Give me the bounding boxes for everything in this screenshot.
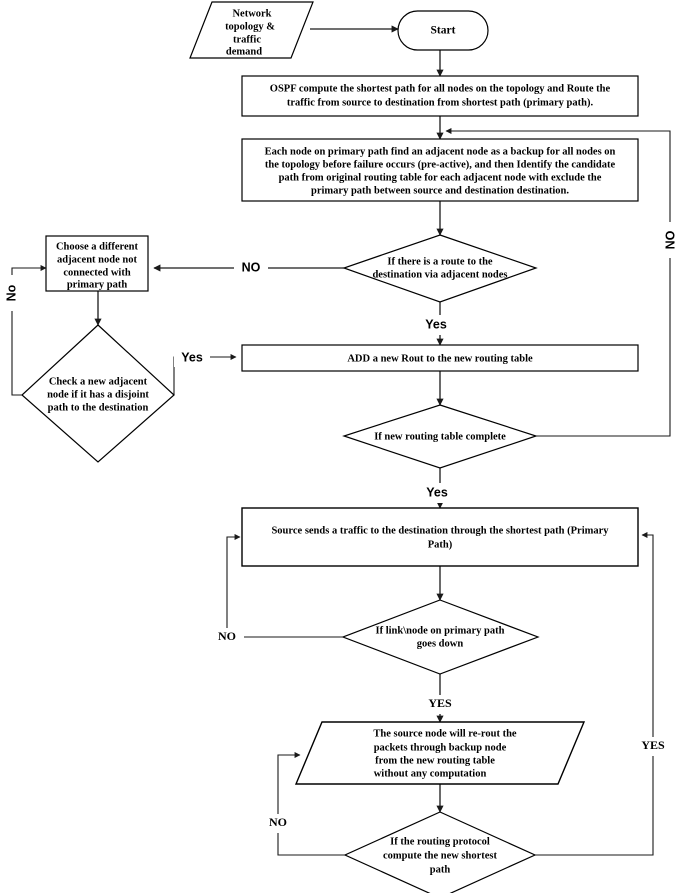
edge-label-yes-table-complete: Yes bbox=[426, 485, 448, 499]
reroute-line-2: packets through backup node bbox=[374, 742, 507, 753]
label-bg-no-route bbox=[234, 258, 268, 278]
input-topology-line-4: demand bbox=[226, 46, 262, 57]
ospf-compute-shape bbox=[241, 75, 639, 117]
node-ospf-compute[interactable]: OSPF compute the shortest path for all n… bbox=[241, 75, 639, 117]
find-backup-line-4: primary path between source and destinat… bbox=[311, 185, 569, 196]
check-disjoint-line-2: node if it has a disjoint bbox=[47, 389, 149, 400]
edge-label-no-disjoint: No bbox=[4, 284, 18, 301]
edge-label-yes-disjoint: Yes bbox=[181, 350, 203, 364]
reroute-line-4: without any computation bbox=[374, 768, 487, 779]
route-exists-shape bbox=[342, 234, 538, 303]
edge-tablecomplete-no-loop bbox=[445, 127, 671, 437]
node-add-route[interactable]: ADD a new Rout to the new routing table bbox=[241, 344, 639, 372]
node-link-down[interactable]: If link\node on primary path goes down bbox=[341, 599, 540, 675]
label-bg-yes-recompute bbox=[634, 737, 672, 756]
edge-labels-layer: NO Yes No Yes NO Yes NO YES NO YES bbox=[2, 222, 682, 833]
ospf-compute-line-2: traffic from source to destination from … bbox=[287, 97, 594, 108]
input-topology-line-1: Network bbox=[232, 8, 271, 19]
link-down-line-1: If link\node on primary path bbox=[376, 625, 505, 636]
input-topology-line-2: topology & bbox=[225, 21, 275, 32]
label-bg-yes-disjoint bbox=[174, 348, 210, 367]
edge-label-yes-recompute: YES bbox=[641, 738, 665, 752]
check-disjoint-line-3: path to the destination bbox=[48, 402, 149, 413]
node-find-backup[interactable]: Each node on primary path find an adjace… bbox=[241, 138, 639, 202]
input-topology-shape bbox=[189, 1, 314, 59]
edge-label-no-link-down: NO bbox=[218, 629, 236, 643]
edge-recompute-no-loop bbox=[277, 751, 345, 856]
recompute-line-3: path bbox=[430, 864, 451, 875]
edge-label-yes-route-exists: Yes bbox=[425, 317, 447, 331]
reroute-line-1: The source node will re-rout the bbox=[373, 728, 517, 739]
choose-different-line-2: adjacent node not bbox=[57, 254, 137, 265]
link-down-line-2: goes down bbox=[417, 638, 464, 649]
check-disjoint-shape bbox=[21, 324, 175, 463]
ospf-compute-line-1: OSPF compute the shortest path for all n… bbox=[270, 83, 611, 94]
edge-label-no-route-exists: NO bbox=[242, 260, 261, 274]
reroute-shape bbox=[294, 721, 586, 785]
choose-different-line-4: primary path bbox=[67, 279, 128, 290]
label-bg-no-table bbox=[660, 222, 682, 258]
check-disjoint-line-1: Check a new adjacent bbox=[49, 376, 148, 387]
node-route-exists[interactable]: If there is a route to the destination v… bbox=[342, 234, 538, 303]
label-bg-no-disjoint bbox=[2, 275, 22, 311]
node-check-disjoint[interactable]: Check a new adjacent node if it has a di… bbox=[21, 324, 175, 463]
route-exists-line-2: destination via adjacent nodes bbox=[372, 269, 507, 280]
source-sends-line-2: Path) bbox=[428, 539, 453, 550]
edge-label-no-table-complete: NO bbox=[663, 230, 677, 249]
start-label: Start bbox=[431, 25, 456, 37]
reroute-line-3: from the new routing table bbox=[375, 755, 495, 766]
node-choose-different[interactable]: Choose a different adjacent node not con… bbox=[45, 235, 149, 292]
source-sends-line-1: Source sends a traffic to the destinatio… bbox=[271, 525, 609, 536]
choose-different-line-3: connected with bbox=[63, 267, 131, 278]
node-reroute[interactable]: The source node will re-rout the packets… bbox=[294, 721, 586, 785]
node-start[interactable]: Start bbox=[397, 10, 489, 51]
recompute-line-1: If the routing protocol bbox=[390, 836, 490, 847]
add-route-shape bbox=[241, 344, 639, 372]
edge-linkdown-no-loop bbox=[226, 533, 343, 638]
label-bg-yes-linkdown bbox=[421, 695, 459, 714]
find-backup-line-3: path from original routing table for eac… bbox=[279, 172, 602, 183]
node-input-topology[interactable]: Network topology & traffic demand bbox=[189, 1, 314, 59]
add-route-label: ADD a new Rout to the new routing table bbox=[347, 353, 533, 364]
find-backup-shape bbox=[241, 138, 639, 202]
label-bg-no-linkdown bbox=[210, 628, 244, 647]
label-bg-no-recompute bbox=[261, 814, 295, 833]
node-table-complete[interactable]: If new routing table complete bbox=[342, 404, 538, 469]
edge-label-no-recompute: NO bbox=[269, 815, 287, 829]
start-shape bbox=[397, 10, 489, 51]
recompute-line-2: compute the new shortest bbox=[383, 850, 498, 861]
table-complete-shape bbox=[342, 404, 538, 469]
find-backup-line-2: the topology before failure occurs (pre-… bbox=[265, 159, 616, 170]
node-recompute[interactable]: If the routing protocol compute the new … bbox=[343, 811, 537, 893]
edge-checkdisjoint-no-loop bbox=[11, 264, 47, 396]
find-backup-line-1: Each node on primary path find an adjace… bbox=[265, 146, 616, 157]
choose-different-shape bbox=[45, 235, 149, 292]
label-bg-yes-table bbox=[418, 483, 456, 503]
edge-recompute-yes-loop bbox=[535, 531, 654, 856]
input-topology-line-3: traffic bbox=[233, 34, 261, 45]
node-source-sends[interactable]: Source sends a traffic to the destinatio… bbox=[241, 507, 639, 567]
edge-label-yes-link-down: YES bbox=[428, 696, 452, 710]
choose-different-line-1: Choose a different bbox=[56, 241, 139, 252]
link-down-shape bbox=[341, 599, 540, 675]
table-complete-label: If new routing table complete bbox=[374, 431, 506, 442]
route-exists-line-1: If there is a route to the bbox=[387, 256, 493, 267]
source-sends-shape bbox=[241, 507, 639, 567]
recompute-shape bbox=[343, 811, 537, 893]
label-bg-yes-route bbox=[417, 315, 455, 335]
